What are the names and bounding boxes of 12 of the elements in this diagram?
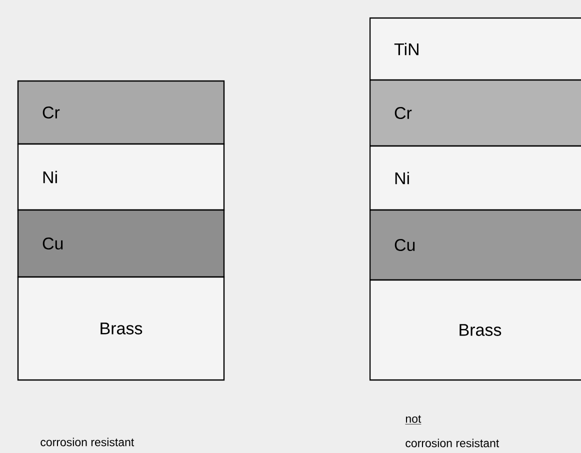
caption: not bbox=[405, 415, 422, 424]
layer-box: Cu bbox=[369, 209, 581, 281]
layer-box: Brass bbox=[17, 276, 225, 381]
layer-box: Ni bbox=[17, 143, 225, 211]
layer-box: Cr bbox=[17, 80, 225, 145]
layer-box: Ni bbox=[369, 145, 581, 211]
layer-box: TiN bbox=[369, 17, 581, 81]
layer-box: Cu bbox=[17, 209, 225, 278]
layer-box: Cr bbox=[369, 79, 581, 147]
layer-box: Brass bbox=[369, 279, 581, 381]
caption: corrosion resistant bbox=[40, 438, 134, 446]
caption: corrosion resistant bbox=[406, 438, 500, 448]
